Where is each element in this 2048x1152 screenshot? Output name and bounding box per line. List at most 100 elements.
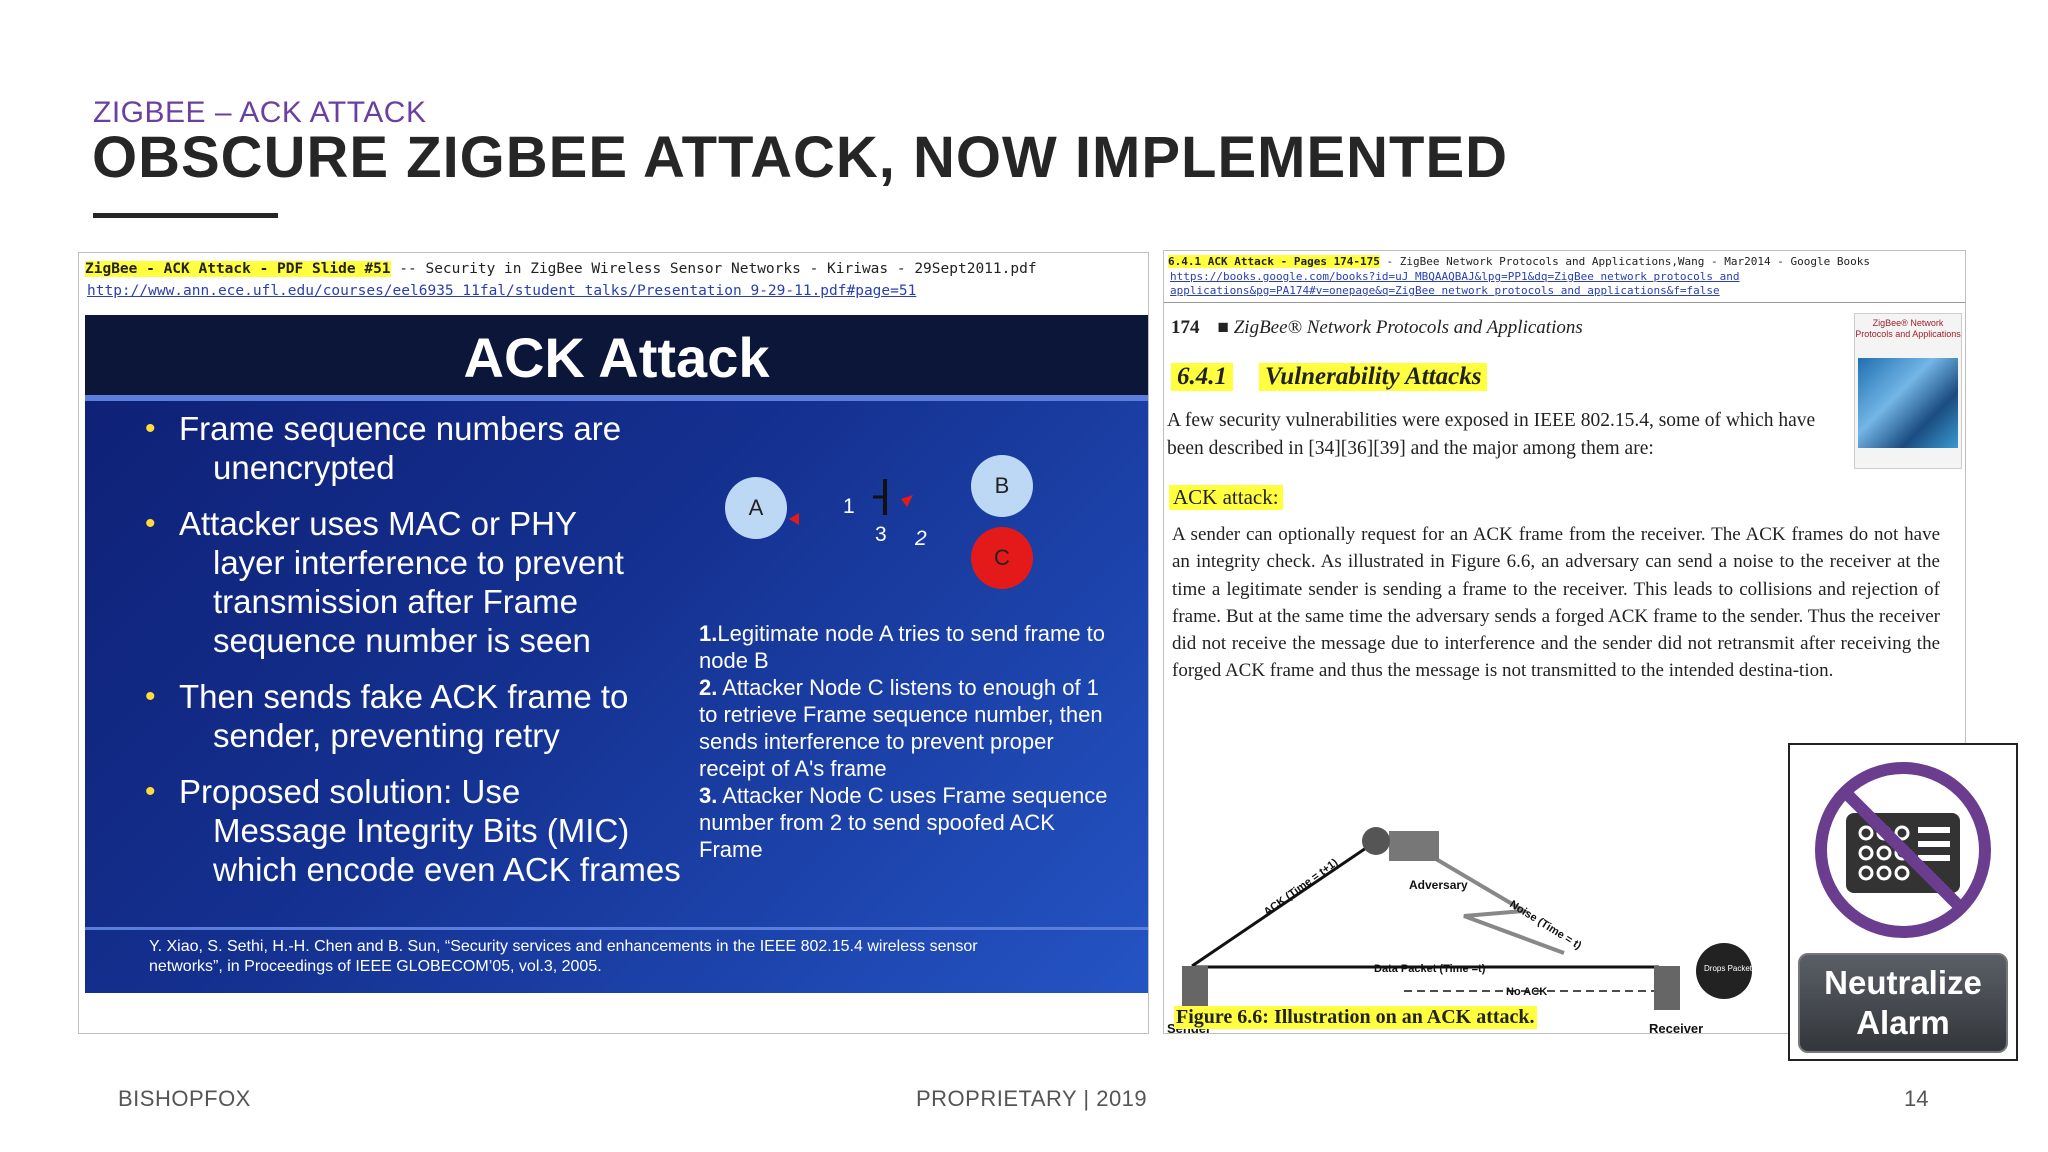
key bbox=[1858, 865, 1874, 881]
key bbox=[1858, 845, 1874, 861]
bullet-continuation: unencrypted bbox=[213, 449, 395, 486]
book-cover-art bbox=[1858, 358, 1958, 448]
book-running-head: 174 ■ ZigBee® Network Protocols and Appli… bbox=[1171, 317, 1583, 339]
bullet-dot: • bbox=[145, 507, 156, 540]
book-cover-title: ZigBee® Network Protocols and Applicatio… bbox=[1855, 318, 1961, 339]
arrow-to-c bbox=[901, 495, 913, 507]
data-packet-label: Data Packet (Time =t) bbox=[1374, 963, 1486, 975]
title-underline bbox=[93, 213, 278, 218]
ack-attack-heading: ACK attack: bbox=[1169, 485, 1283, 510]
bullet-text: Then sends fake ACK frame to bbox=[179, 678, 629, 715]
key bbox=[1876, 865, 1892, 881]
prohibition-slash bbox=[1840, 787, 1966, 913]
right-header-rest: - ZigBee Network Protocols and Applicati… bbox=[1379, 255, 1870, 268]
right-source-link-2[interactable]: applications&pg=PA174#v=onepage&q=ZigBee… bbox=[1170, 284, 1720, 297]
book-cover-thumbnail: ZigBee® Network Protocols and Applicatio… bbox=[1854, 313, 1962, 469]
step-2: 2. Attacker Node C listens to enough of … bbox=[699, 674, 1109, 782]
step-1: 1.Legitimate node A tries to send frame … bbox=[699, 620, 1109, 674]
key bbox=[1894, 825, 1910, 841]
key bbox=[1876, 845, 1892, 861]
node-c-attacker: C bbox=[971, 527, 1033, 589]
step-3-text: Attacker Node C uses Frame sequence numb… bbox=[699, 783, 1108, 862]
footer-company: BISHOPFOX bbox=[118, 1086, 251, 1111]
book-title: ■ ZigBee® Network Protocols and Applicat… bbox=[1217, 317, 1583, 338]
key bbox=[1894, 865, 1910, 881]
adversary-person-icon bbox=[1362, 827, 1390, 855]
node-b: B bbox=[971, 455, 1033, 517]
receiver-phone-icon bbox=[1654, 966, 1680, 1010]
section-title: Vulnerability Attacks bbox=[1259, 363, 1488, 391]
bullet-continuation: layer interference to prevent transmissi… bbox=[213, 544, 624, 659]
key bbox=[1858, 825, 1874, 841]
intro-paragraph: A few security vulnerabilities were expo… bbox=[1167, 410, 1816, 459]
left-panel-header: ZigBee - ACK Attack - PDF Slide #51 -- S… bbox=[85, 261, 1037, 277]
bullet-dot: • bbox=[145, 680, 156, 713]
ack-line bbox=[1191, 844, 1370, 968]
left-source-link[interactable]: http://www.ann.ece.ufl.edu/courses/eel69… bbox=[87, 283, 917, 299]
left-screenshot-panel: ZigBee - ACK Attack - PDF Slide #51 -- S… bbox=[78, 252, 1149, 1034]
no-alarm-keypad-icon bbox=[1815, 762, 1991, 938]
right-header-divider bbox=[1164, 302, 1965, 303]
inner-title-bar bbox=[85, 315, 1148, 395]
bullet-text: Attacker uses MAC or PHY bbox=[179, 505, 577, 542]
slide-kicker: ZIGBEE – ACK ATTACK bbox=[93, 96, 427, 129]
ack-attack-paragraph: A sender can optionally request for an A… bbox=[1172, 524, 1940, 682]
right-screenshot-panel: 6.4.1 ACK Attack - Pages 174-175 - ZigBe… bbox=[1163, 250, 1966, 1034]
slide-title: OBSCURE ZIGBEE ATTACK, NOW IMPLEMENTED bbox=[92, 125, 1509, 190]
ack-time-label: ACK (Time = t+1) bbox=[1262, 857, 1341, 919]
neutralize-alarm-button[interactable]: Neutralize Alarm bbox=[1798, 953, 2008, 1053]
step-label-2: 2 bbox=[915, 527, 927, 550]
sender-phone-icon bbox=[1182, 966, 1208, 1010]
left-header-highlight: ZigBee - ACK Attack - PDF Slide #51 bbox=[85, 261, 391, 277]
bullet-dot: • bbox=[145, 412, 156, 445]
bullet-continuation: Message Integrity Bits (MIC) which encod… bbox=[213, 812, 681, 888]
drops-packet-burst-icon bbox=[1696, 943, 1752, 999]
inner-bottom-rule bbox=[85, 927, 1148, 930]
adversary-label: Adversary bbox=[1409, 878, 1468, 892]
left-header-rest: -- Security in ZigBee Wireless Sensor Ne… bbox=[390, 261, 1037, 277]
no-ack-label: No ACK bbox=[1506, 986, 1547, 998]
prohibition-ring bbox=[1815, 762, 1991, 938]
neutralize-alarm-label: Neutralize Alarm bbox=[1824, 964, 1982, 1041]
step-2-number: 2. bbox=[699, 675, 718, 700]
right-panel-header: 6.4.1 ACK Attack - Pages 174-175 - ZigBe… bbox=[1168, 255, 1870, 268]
bullet-text: Frame sequence numbers are bbox=[179, 410, 622, 447]
step-3-number: 3. bbox=[699, 783, 718, 808]
citation: Y. Xiao, S. Sethi, H.-H. Chen and B. Sun… bbox=[149, 938, 978, 975]
section-number: 6.4.1 bbox=[1171, 363, 1233, 391]
noise-bolt bbox=[1412, 844, 1565, 955]
bullet-text: Proposed solution: Use bbox=[179, 773, 521, 810]
attack-steps: 1.Legitimate node A tries to send frame … bbox=[699, 620, 1109, 863]
step-2-text: Attacker Node C listens to enough of 1 t… bbox=[699, 675, 1103, 781]
node-a: A bbox=[725, 477, 787, 539]
display-line bbox=[1918, 855, 1950, 861]
signal-arrows bbox=[789, 479, 913, 525]
neutralize-alarm-badge: Neutralize Alarm bbox=[1788, 743, 2018, 1061]
step-3: 3. Attacker Node C uses Frame sequence n… bbox=[699, 782, 1109, 863]
figure-caption: Figure 6.6: Illustration on an ACK attac… bbox=[1174, 1006, 1537, 1029]
right-source-link-1[interactable]: https://books.google.com/books?id=uJ MBQ… bbox=[1170, 270, 1740, 283]
inner-title-rule bbox=[85, 395, 1148, 401]
display-line bbox=[1918, 827, 1950, 833]
receiver-label: Receiver bbox=[1649, 1021, 1703, 1034]
step-1-number: 1. bbox=[699, 621, 718, 646]
ack-attack-figure: Adversary Sender Receiver ACK (Time = t+… bbox=[1167, 827, 1753, 1034]
arrow-to-a bbox=[789, 513, 799, 525]
step-1-text: Legitimate node A tries to send frame to… bbox=[699, 621, 1106, 673]
footer-page-number: 14 bbox=[1904, 1086, 1929, 1111]
step-label-3: 3 bbox=[875, 523, 887, 546]
bullet-dot: • bbox=[145, 775, 156, 808]
book-page-number: 174 bbox=[1171, 317, 1200, 338]
drops-packet-label: Drops Packet bbox=[1704, 964, 1753, 973]
footer-proprietary: PROPRIETARY | 2019 bbox=[916, 1086, 1148, 1111]
display-line bbox=[1918, 841, 1950, 847]
adversary-laptop-icon bbox=[1389, 831, 1439, 861]
bullet-continuation: sender, preventing retry bbox=[213, 717, 560, 754]
